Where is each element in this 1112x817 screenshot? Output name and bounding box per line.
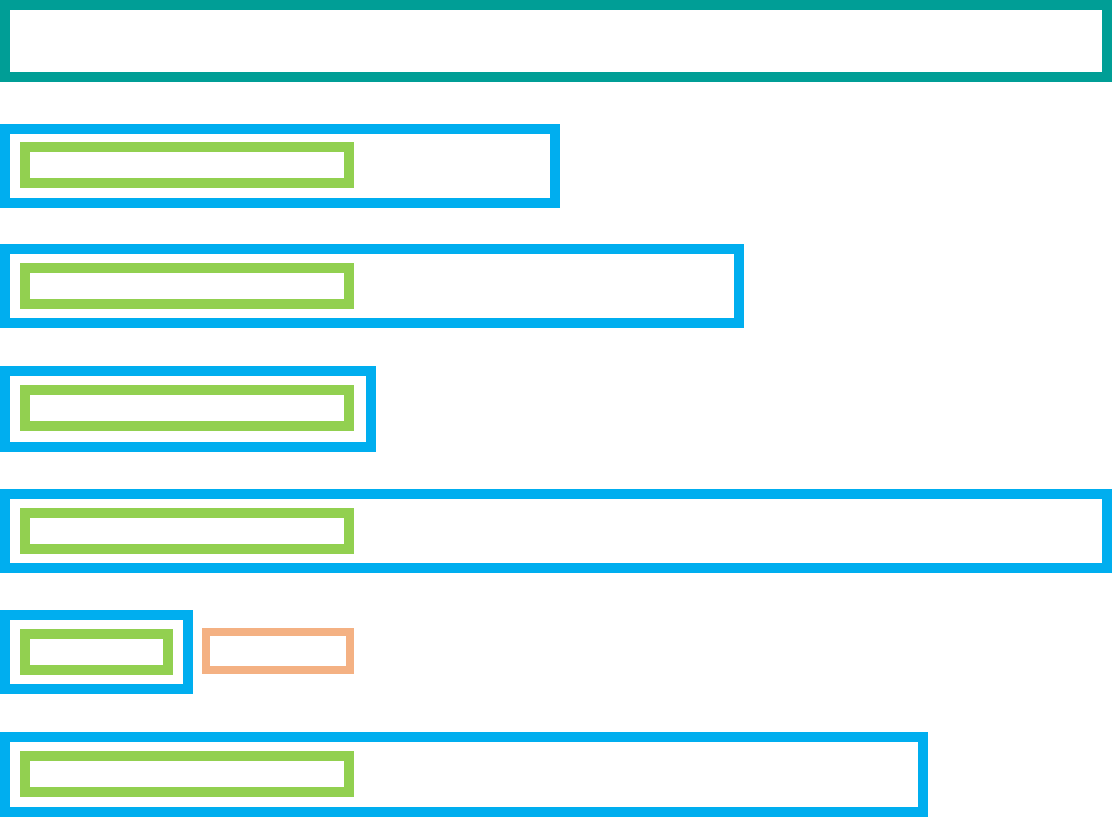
header-bar (0, 0, 1112, 82)
row-container-5 (0, 610, 193, 694)
input-field-3[interactable] (20, 385, 354, 431)
input-field-5[interactable] (20, 629, 173, 675)
row-container-2 (0, 244, 744, 328)
input-field-1[interactable] (20, 142, 354, 188)
row-container-6 (0, 732, 928, 817)
row-container-4 (0, 489, 1112, 573)
side-chip[interactable] (202, 628, 354, 674)
row-container-1 (0, 124, 560, 208)
input-field-2[interactable] (20, 263, 354, 309)
input-field-4[interactable] (20, 508, 354, 554)
input-field-6[interactable] (20, 751, 354, 797)
row-container-3 (0, 366, 376, 452)
